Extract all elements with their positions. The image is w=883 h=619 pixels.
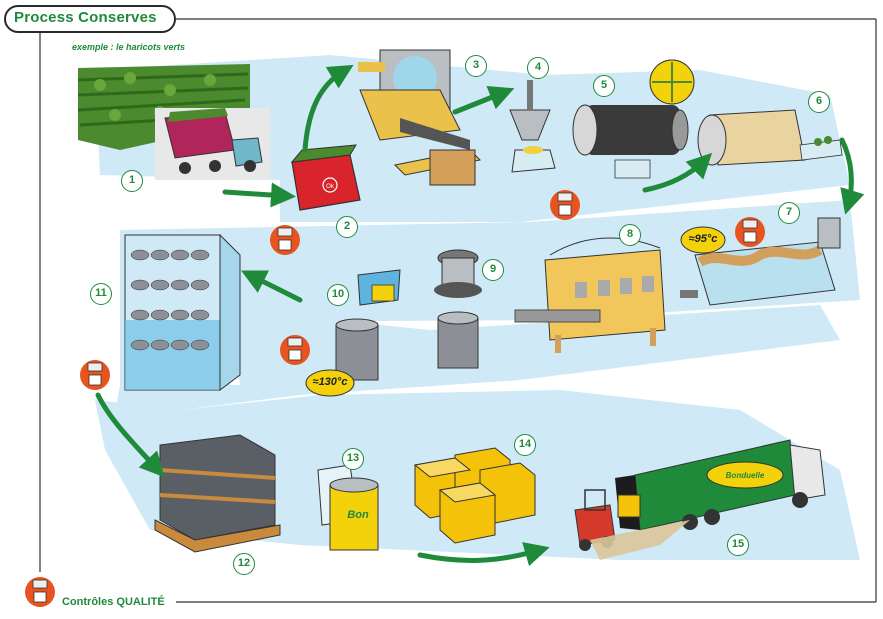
blanching-tank (680, 217, 841, 306)
legend-quality-icon (25, 577, 55, 607)
sterilised-can (335, 269, 401, 381)
step-number-7: 7 (778, 202, 800, 224)
step-number-11: 11 (90, 283, 112, 305)
quality-control-icon (735, 217, 765, 247)
pallet-of-cans (154, 434, 281, 553)
page-title: Process Conserves (14, 9, 157, 26)
harvest-truck (155, 108, 270, 180)
step-number-4: 4 (527, 57, 549, 79)
title-pill (4, 5, 176, 33)
step-number-15: 15 (727, 534, 749, 556)
forklift (574, 489, 690, 560)
flow-arrows (95, 64, 865, 567)
blanching-temp-label: ≈95°c (688, 233, 718, 245)
step-number-2: 2 (336, 216, 358, 238)
blancher-drum (697, 109, 843, 166)
shipping-boxes (413, 447, 536, 544)
frame (39, 18, 877, 603)
can-seamer (434, 249, 482, 369)
quality-control-icon (80, 360, 110, 390)
step-number-6: 6 (808, 91, 830, 113)
blanching-temp-badge (680, 226, 726, 254)
step-number-5: 5 (593, 75, 615, 97)
step-number-3: 3 (465, 55, 487, 77)
legend-label: Contrôles QUALITÉ (62, 596, 165, 608)
step-number-12: 12 (233, 553, 255, 575)
step-number-1: 1 (121, 170, 143, 192)
quality-control-icon (280, 335, 310, 365)
truck-brand: Bonduelle (726, 471, 765, 480)
page-subtitle: exemple : le haricots verts (72, 42, 186, 52)
sterilisation-temp-label: ≈130°c (312, 376, 348, 388)
step-number-10: 10 (327, 284, 349, 306)
step-number-13: 13 (342, 448, 364, 470)
cutting-funnel (509, 80, 556, 173)
cooling-tank (124, 233, 241, 391)
step-number-9: 9 (482, 259, 504, 281)
quality-control-icon (270, 225, 300, 255)
drum-sorter (572, 59, 695, 179)
washing-machine (358, 49, 482, 186)
sterilisation-temp-badge (305, 369, 355, 397)
step-number-8: 8 (619, 224, 641, 246)
can-brand: Bon (347, 509, 369, 521)
quality-control-icon (550, 190, 580, 220)
crate-mark: Ok (326, 184, 335, 190)
step-number-14: 14 (514, 434, 536, 456)
harvest-crate: Ok (290, 144, 361, 211)
cooling-cans (130, 249, 210, 351)
labelled-can: Bon (317, 464, 379, 551)
